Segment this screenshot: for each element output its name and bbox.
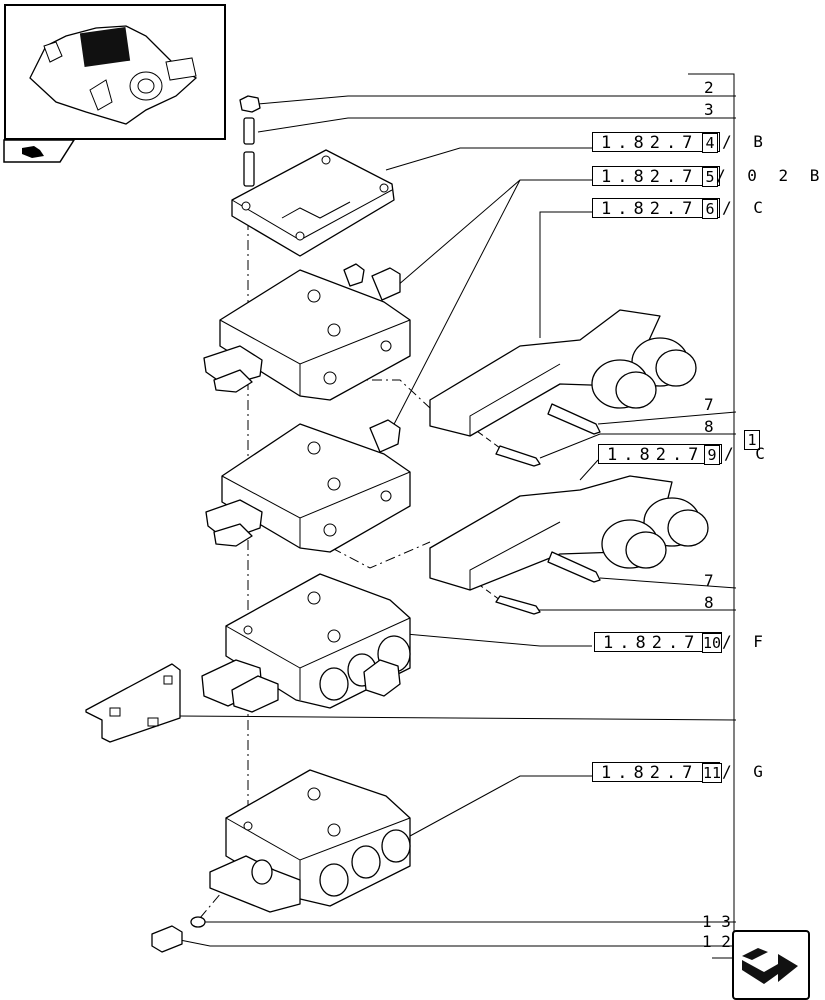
gearbox-thumbnail-icon (29, 25, 198, 125)
ref-link-6-suffix: / G (722, 762, 769, 781)
ref-link-2-box[interactable]: 5 (702, 167, 718, 187)
ref-link-3-suffix: / C (722, 198, 769, 217)
return-arrow-icon (742, 948, 798, 984)
ref-link-2-suffix: / 0 2 B (716, 166, 825, 185)
ref-link-2[interactable]: 1.82.7 (592, 166, 720, 187)
coupler-body-2 (429, 475, 709, 591)
ref-link-6[interactable]: 1.82.7 (592, 762, 720, 783)
ref-link-4-box[interactable]: 9 (704, 445, 720, 465)
callout-12: 1 2 (702, 932, 731, 951)
cover-plate (231, 149, 395, 257)
bolt-pair-2 (495, 551, 601, 615)
callout-7a: 7 (704, 395, 714, 414)
ref-link-1[interactable]: 1.82.7 (592, 132, 720, 153)
ref-link-1-box[interactable]: 4 (702, 133, 718, 153)
valve-section-3 (201, 573, 411, 713)
callout-2: 2 (704, 78, 714, 97)
tractor-icon (3, 139, 76, 163)
callout-13: 1 3 (702, 912, 731, 931)
stud-part (243, 117, 255, 187)
callout-8b: 8 (704, 593, 714, 612)
nut-part (239, 95, 261, 113)
leader-lines (177, 95, 737, 947)
valve-section-4 (209, 769, 411, 913)
ref-link-3[interactable]: 1.82.7 (592, 198, 720, 219)
o-ring-part (190, 916, 206, 928)
ref-link-1-suffix: / B (722, 132, 769, 151)
group-ref-box[interactable]: 1 (744, 430, 760, 450)
bolt-pair-1 (495, 403, 601, 467)
ref-link-3-box[interactable]: 6 (702, 199, 718, 219)
callout-8a: 8 (704, 417, 714, 436)
callout-7b: 7 (704, 571, 714, 590)
ref-link-5-box[interactable]: 10 (702, 633, 722, 653)
ref-link-4-suffix: / C (724, 444, 771, 463)
ref-link-4[interactable]: 1.82.7 (598, 444, 722, 465)
valve-section-1 (203, 263, 411, 401)
gasket-plate (85, 663, 181, 743)
group-bracket (688, 73, 735, 959)
coupler-body-1 (429, 309, 697, 437)
callout-3: 3 (704, 100, 714, 119)
thumbnail-panel[interactable] (4, 4, 226, 140)
tractor-nav-tab[interactable] (3, 139, 76, 163)
valve-section-2 (205, 419, 411, 553)
ref-link-6-box[interactable]: 11 (702, 763, 722, 783)
ref-link-5[interactable]: 1.82.7 (594, 632, 722, 653)
ref-link-5-suffix: / F (722, 632, 769, 651)
plug-part (151, 925, 183, 953)
return-nav-button[interactable] (732, 930, 810, 1000)
